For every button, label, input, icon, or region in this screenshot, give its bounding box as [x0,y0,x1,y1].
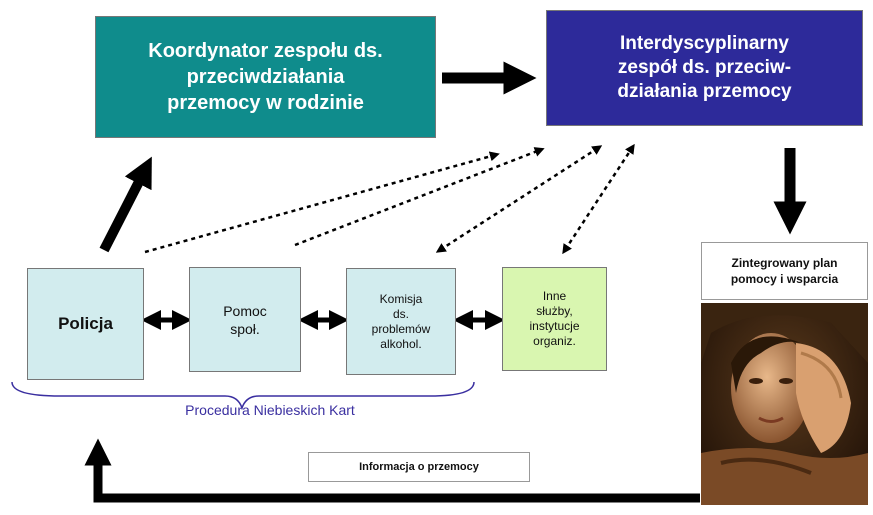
arrow-feedback-to-policja [84,438,700,503]
dotted-arrow-pomoc-to-inter [294,147,545,247]
interdyscyplinarny-box: Interdyscyplinarny zespół ds. przeciw- d… [546,10,863,126]
inne-sluzby-box: Inne służby, instytucje organiz. [502,267,607,371]
koordynator-box: Koordynator zespołu ds. przeciwdziałania… [95,16,436,138]
informacja-box: Informacja o przemocy [308,452,530,482]
pomoc-box: Pomoc społ. [189,267,301,372]
dotted-arrow-policja-to-inter [144,151,500,254]
policja-box: Policja [27,268,144,380]
komisja-box: Komisja ds. problemów alkohol. [346,268,456,375]
procedura-label: Procedura Niebieskich Kart [185,402,355,418]
procedura-brace [11,381,475,411]
arrow-policja-to-koord [99,156,152,253]
plan-box: Zintegrowany plan pomocy i wsparcia [701,242,868,300]
person-photo-icon [701,303,868,505]
